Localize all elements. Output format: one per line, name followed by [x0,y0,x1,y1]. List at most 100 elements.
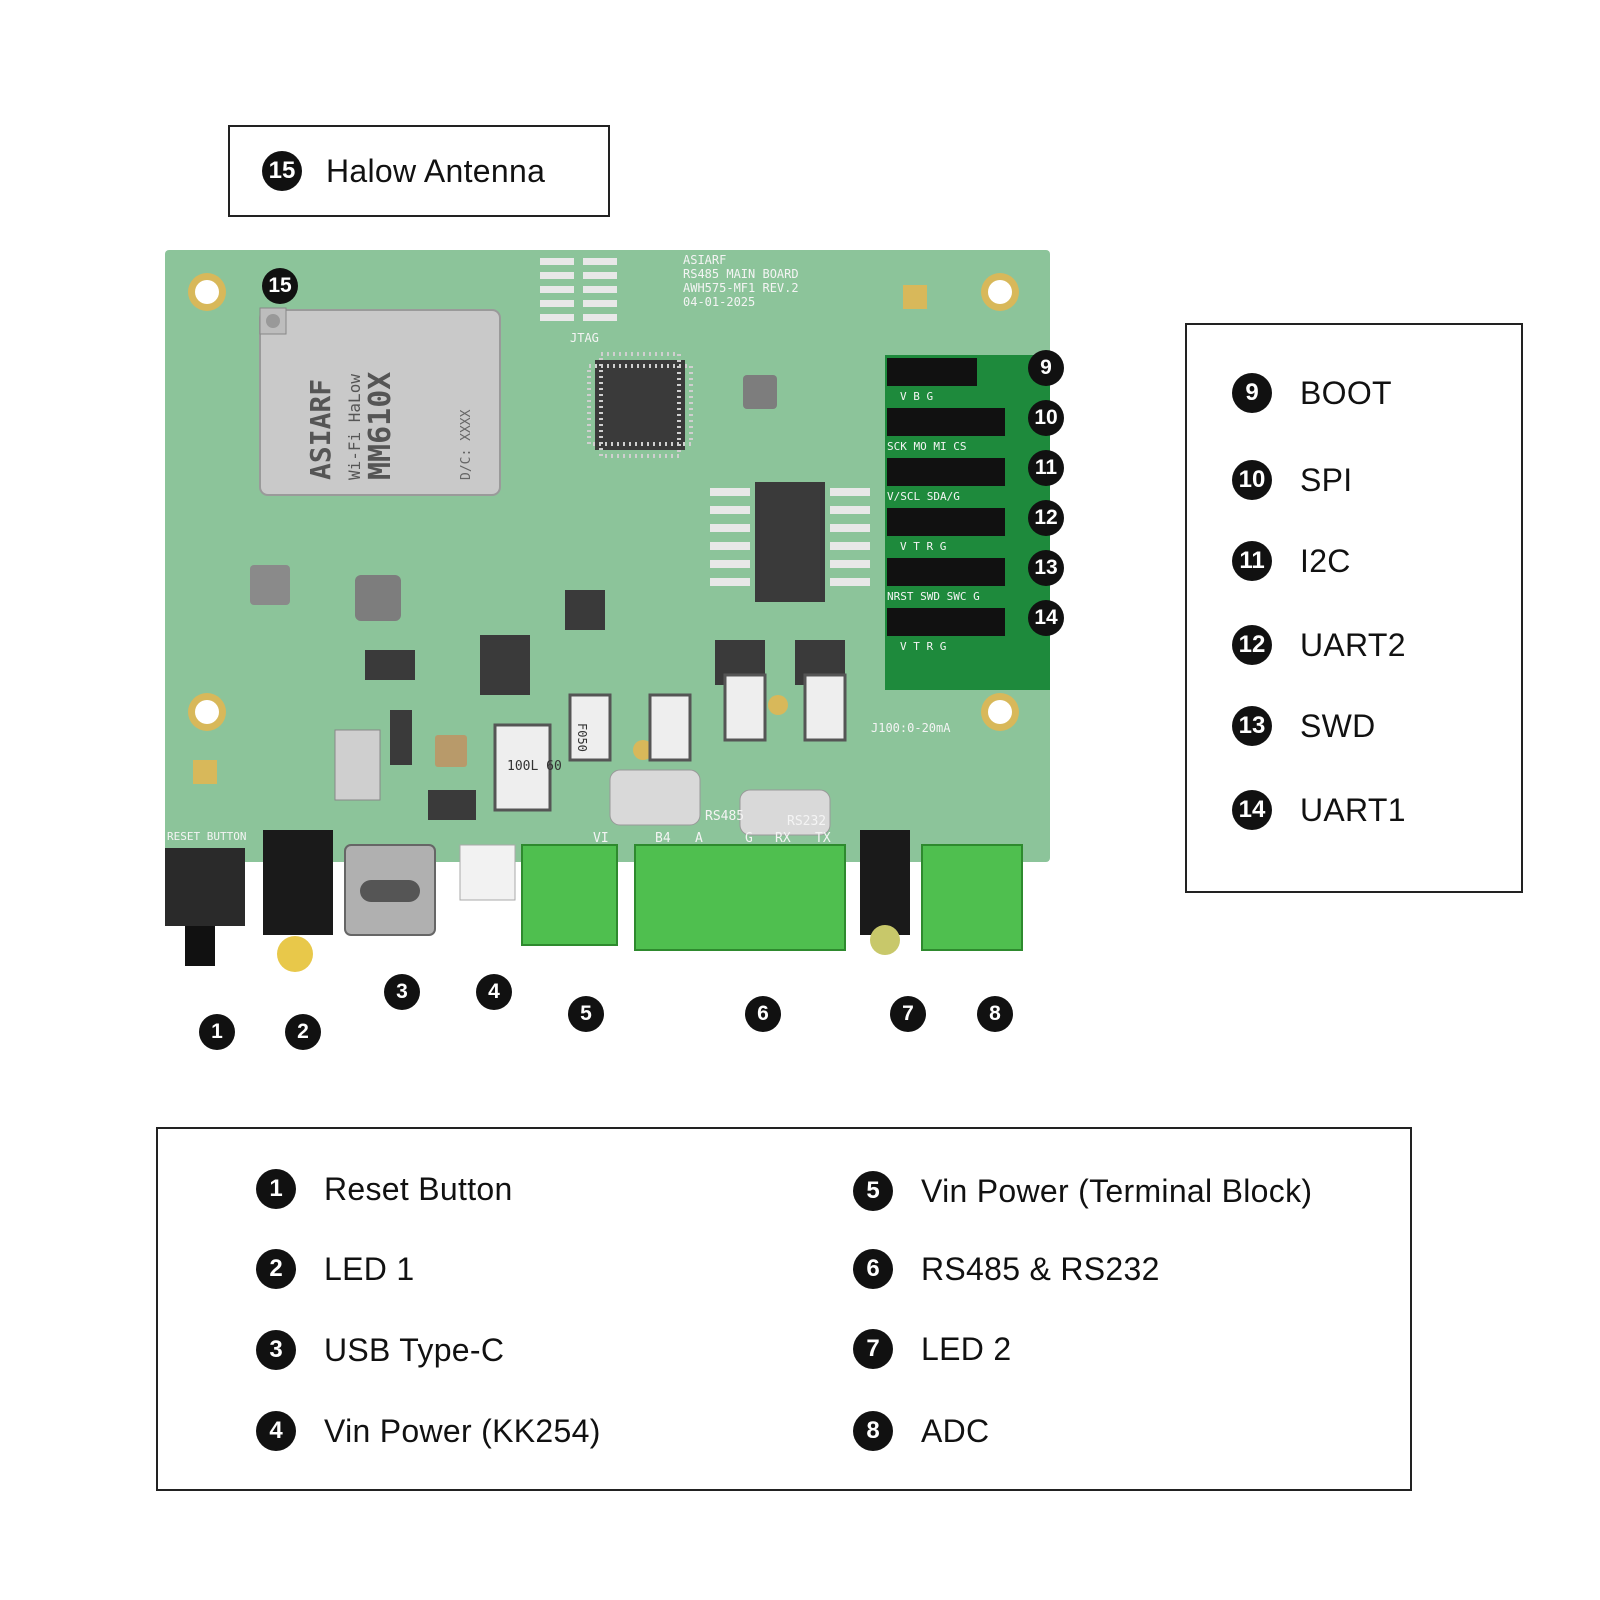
callout-15: 15 [262,268,298,304]
mounting-holes [188,273,1019,784]
callout-number: 9 [1232,373,1272,413]
callout-number: 3 [256,1330,296,1370]
pcb-board-svg: ASIARF Wi-Fi HaLow MM610X D/C: XXXX ASIA… [165,250,1050,972]
legend-label: ADC [921,1412,990,1449]
fuse-big-label: 100L 60 [507,759,562,774]
callout-12: 12 [1028,500,1064,536]
module-brand: ASIARF [304,379,337,480]
callout-number: 4 [256,1411,296,1451]
callout-11: 11 [1028,450,1064,486]
legend-item-adc: 8 ADC [853,1411,989,1451]
antenna-legend-box: 15 Halow Antenna [228,125,610,217]
callout-2: 2 [285,1014,321,1050]
legend-label: LED 2 [921,1330,1012,1367]
legend-item-uart1: 14 UART1 [1232,790,1406,830]
header-legend-box: 9 BOOT 10 SPI 11 I2C 12 UART2 13 SWD 14 … [1185,323,1523,893]
silk-rx: RX [775,831,791,846]
halow-module: ASIARF Wi-Fi HaLow MM610X D/C: XXXX [259,307,501,496]
board-info-silkscreen: ASIARF RS485 MAIN BOARD AWH575-MF1 REV.2… [570,253,799,345]
callout-9: 9 [1028,350,1064,386]
legend-item-boot: 9 BOOT [1232,373,1392,413]
silk-adc: J100:0-20mA [871,721,951,735]
callout-14: 14 [1028,600,1064,636]
legend-item-rs485: 6 RS485 & RS232 [853,1249,1160,1289]
callout-number: 8 [853,1411,893,1451]
callout-number: 12 [1232,625,1272,665]
silk-g: G [745,831,753,846]
module-dc: D/C: XXXX [459,409,474,480]
callout-13: 13 [1028,550,1064,586]
legend-item-usbc: 3 USB Type-C [256,1330,504,1370]
callout-5: 5 [568,996,604,1032]
pin-labels-swd: NRST SWD SWC G [887,590,980,603]
callout-6: 6 [745,996,781,1032]
silk-revision: AWH575-MF1 REV.2 [683,281,799,295]
callout-number: 1 [256,1169,296,1209]
legend-label: LED 1 [324,1250,415,1287]
misc-components [250,375,845,836]
callout-1: 1 [199,1014,235,1050]
legend-label: I2C [1300,542,1351,579]
silk-jtag: JTAG [570,331,599,345]
legend-item-led1: 2 LED 1 [256,1249,414,1289]
antenna-legend-item: 15 Halow Antenna [262,151,545,191]
fuses: F050 100L 60 [493,673,847,812]
legend-item-led2: 7 LED 2 [853,1329,1011,1369]
callout-8: 8 [977,996,1013,1032]
header-pins: V B G SCK MO MI CS V/SCL SDA/G V T R G N… [887,358,1005,653]
silk-rs232: RS232 [787,814,826,829]
legend-label: UART2 [1300,626,1406,663]
callout-number: 15 [262,151,302,191]
callout-number: 11 [1232,541,1272,581]
legend-label: BOOT [1300,374,1392,411]
fuse-label: F050 [575,723,589,752]
legend-item-reset: 1 Reset Button [256,1169,513,1209]
silk-reset: RESET BUTTON [167,830,246,843]
pin-labels-uart1: V T R G [900,640,946,653]
legend-item-spi: 10 SPI [1232,460,1352,500]
callout-7: 7 [890,996,926,1032]
callout-number: 5 [853,1171,893,1211]
silk-a: A [695,831,703,846]
silk-tx: TX [815,831,831,846]
callout-number: 7 [853,1329,893,1369]
callout-number: 2 [256,1249,296,1289]
legend-label: Vin Power (Terminal Block) [921,1172,1313,1209]
callout-number: 6 [853,1249,893,1289]
silk-brand: ASIARF [683,253,726,267]
silk-vi: VI [593,831,609,846]
connector-silkscreen: RESET BUTTON B4 A RS485 RS232 RX TX G VI… [167,721,951,846]
pin-labels-spi: SCK MO MI CS [887,440,966,453]
antenna-legend-label: Halow Antenna [326,152,546,189]
legend-label: Vin Power (KK254) [324,1412,601,1449]
module-model: MM610X [363,372,398,480]
module-sub: Wi-Fi HaLow [345,374,364,480]
legend-item-terminal-block: 5 Vin Power (Terminal Block) [853,1171,1312,1211]
pin-labels-i2c: V/SCL SDA/G [887,490,960,503]
bottom-connectors [165,830,1023,972]
callout-number: 14 [1232,790,1272,830]
pcb-board-illustration: ASIARF Wi-Fi HaLow MM610X D/C: XXXX ASIA… [165,250,1064,990]
legend-label: RS485 & RS232 [921,1250,1160,1287]
pin-labels-uart2: V T R G [900,540,946,553]
jtag-pads [540,258,617,321]
silk-date: 04-01-2025 [683,295,755,309]
silk-board-name: RS485 MAIN BOARD [683,267,799,281]
legend-label: SWD [1300,707,1376,744]
legend-item-i2c: 11 I2C [1232,541,1351,581]
transceiver-chip [710,482,870,602]
callout-number: 13 [1232,706,1272,746]
legend-label: Reset Button [324,1170,513,1207]
pin-labels-boot: V B G [900,390,933,403]
reset-button-part [165,848,245,926]
connector-legend-box: 1 Reset Button 2 LED 1 3 USB Type-C 4 Vi… [156,1127,1412,1491]
legend-item-kk254: 4 Vin Power (KK254) [256,1411,601,1451]
callout-number: 10 [1232,460,1272,500]
legend-item-swd: 13 SWD [1232,706,1376,746]
callout-3: 3 [384,974,420,1010]
callout-4: 4 [476,974,512,1010]
legend-label: UART1 [1300,791,1406,828]
legend-label: SPI [1300,461,1353,498]
silk-rs485: RS485 [705,809,744,824]
legend-item-uart2: 12 UART2 [1232,625,1406,665]
